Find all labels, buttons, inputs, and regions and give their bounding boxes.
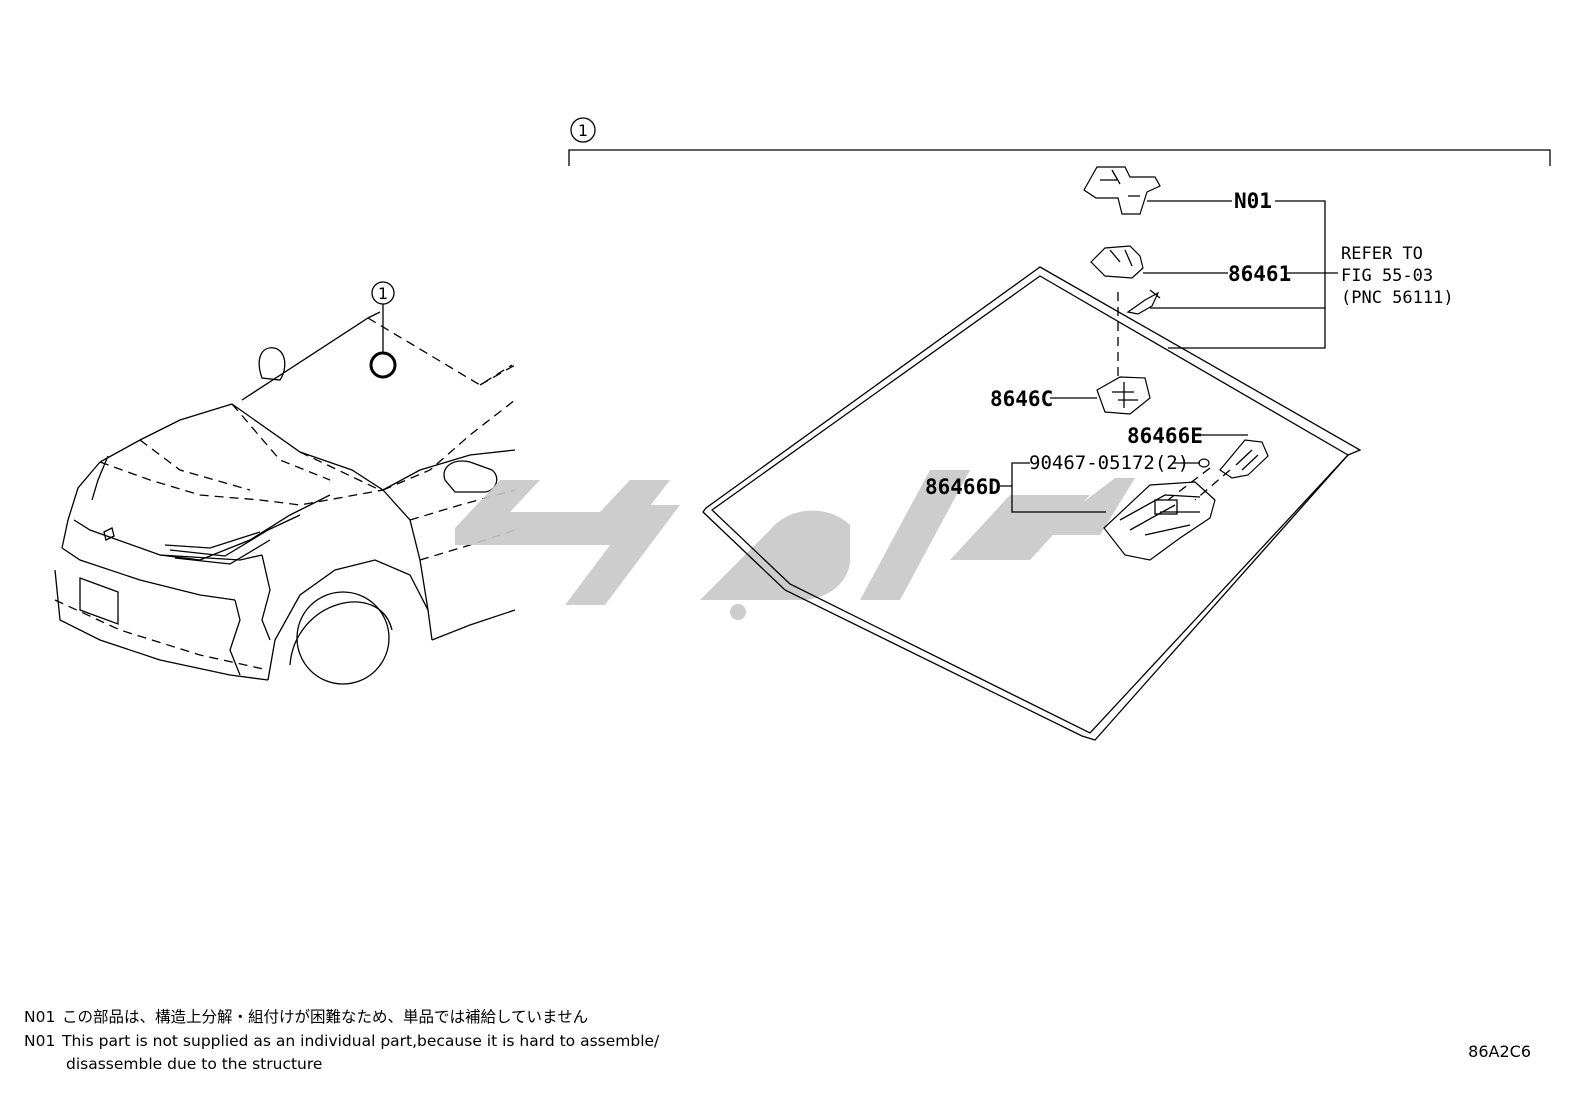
bracket-callout-number: 1: [578, 121, 588, 140]
refer-line-3: (PNC 56111): [1341, 288, 1454, 308]
part-90467-screw[interactable]: [1198, 458, 1210, 468]
label-8646c: 8646C: [990, 387, 1053, 411]
label-86466d: 86466D: [925, 475, 1001, 499]
note-en-line-2: disassemble due to the structure: [66, 1055, 322, 1073]
label-90467-05172: 90467-05172(2): [1029, 452, 1189, 474]
part-8646c-housing[interactable]: [1096, 376, 1151, 415]
note-en-line-1: This part is not supplied as an individu…: [61, 1032, 660, 1050]
note-jp-text: この部品は、構造上分解・組付けが困難なため、単品では補給していません: [62, 1008, 588, 1026]
car-illustration: 1: [54, 281, 516, 685]
part-86461-sensor[interactable]: [1090, 245, 1144, 279]
refer-line-2: FIG 55-03: [1341, 266, 1433, 286]
windshield-glass: [702, 266, 1362, 741]
watermark-logo: [455, 470, 1135, 620]
diagram-code: 86A2C6: [1468, 1042, 1531, 1061]
note-en-code: N01: [24, 1032, 55, 1050]
label-86466e: 86466E: [1127, 424, 1203, 448]
label-n01: N01: [1234, 189, 1272, 213]
label-86461: 86461: [1228, 262, 1291, 286]
part-86466e-cover-clip[interactable]: [1219, 439, 1269, 479]
part-harness[interactable]: [1126, 289, 1161, 315]
refer-line-1: REFER TO: [1341, 244, 1423, 264]
part-86466d-cover[interactable]: [1103, 481, 1216, 561]
car-callout-number: 1: [378, 284, 388, 303]
sensor-location-marker: [369, 351, 397, 379]
assembly-bracket: 1: [568, 117, 1551, 166]
part-n01-bracket[interactable]: [1083, 166, 1161, 215]
note-jp-code: N01: [24, 1008, 55, 1026]
